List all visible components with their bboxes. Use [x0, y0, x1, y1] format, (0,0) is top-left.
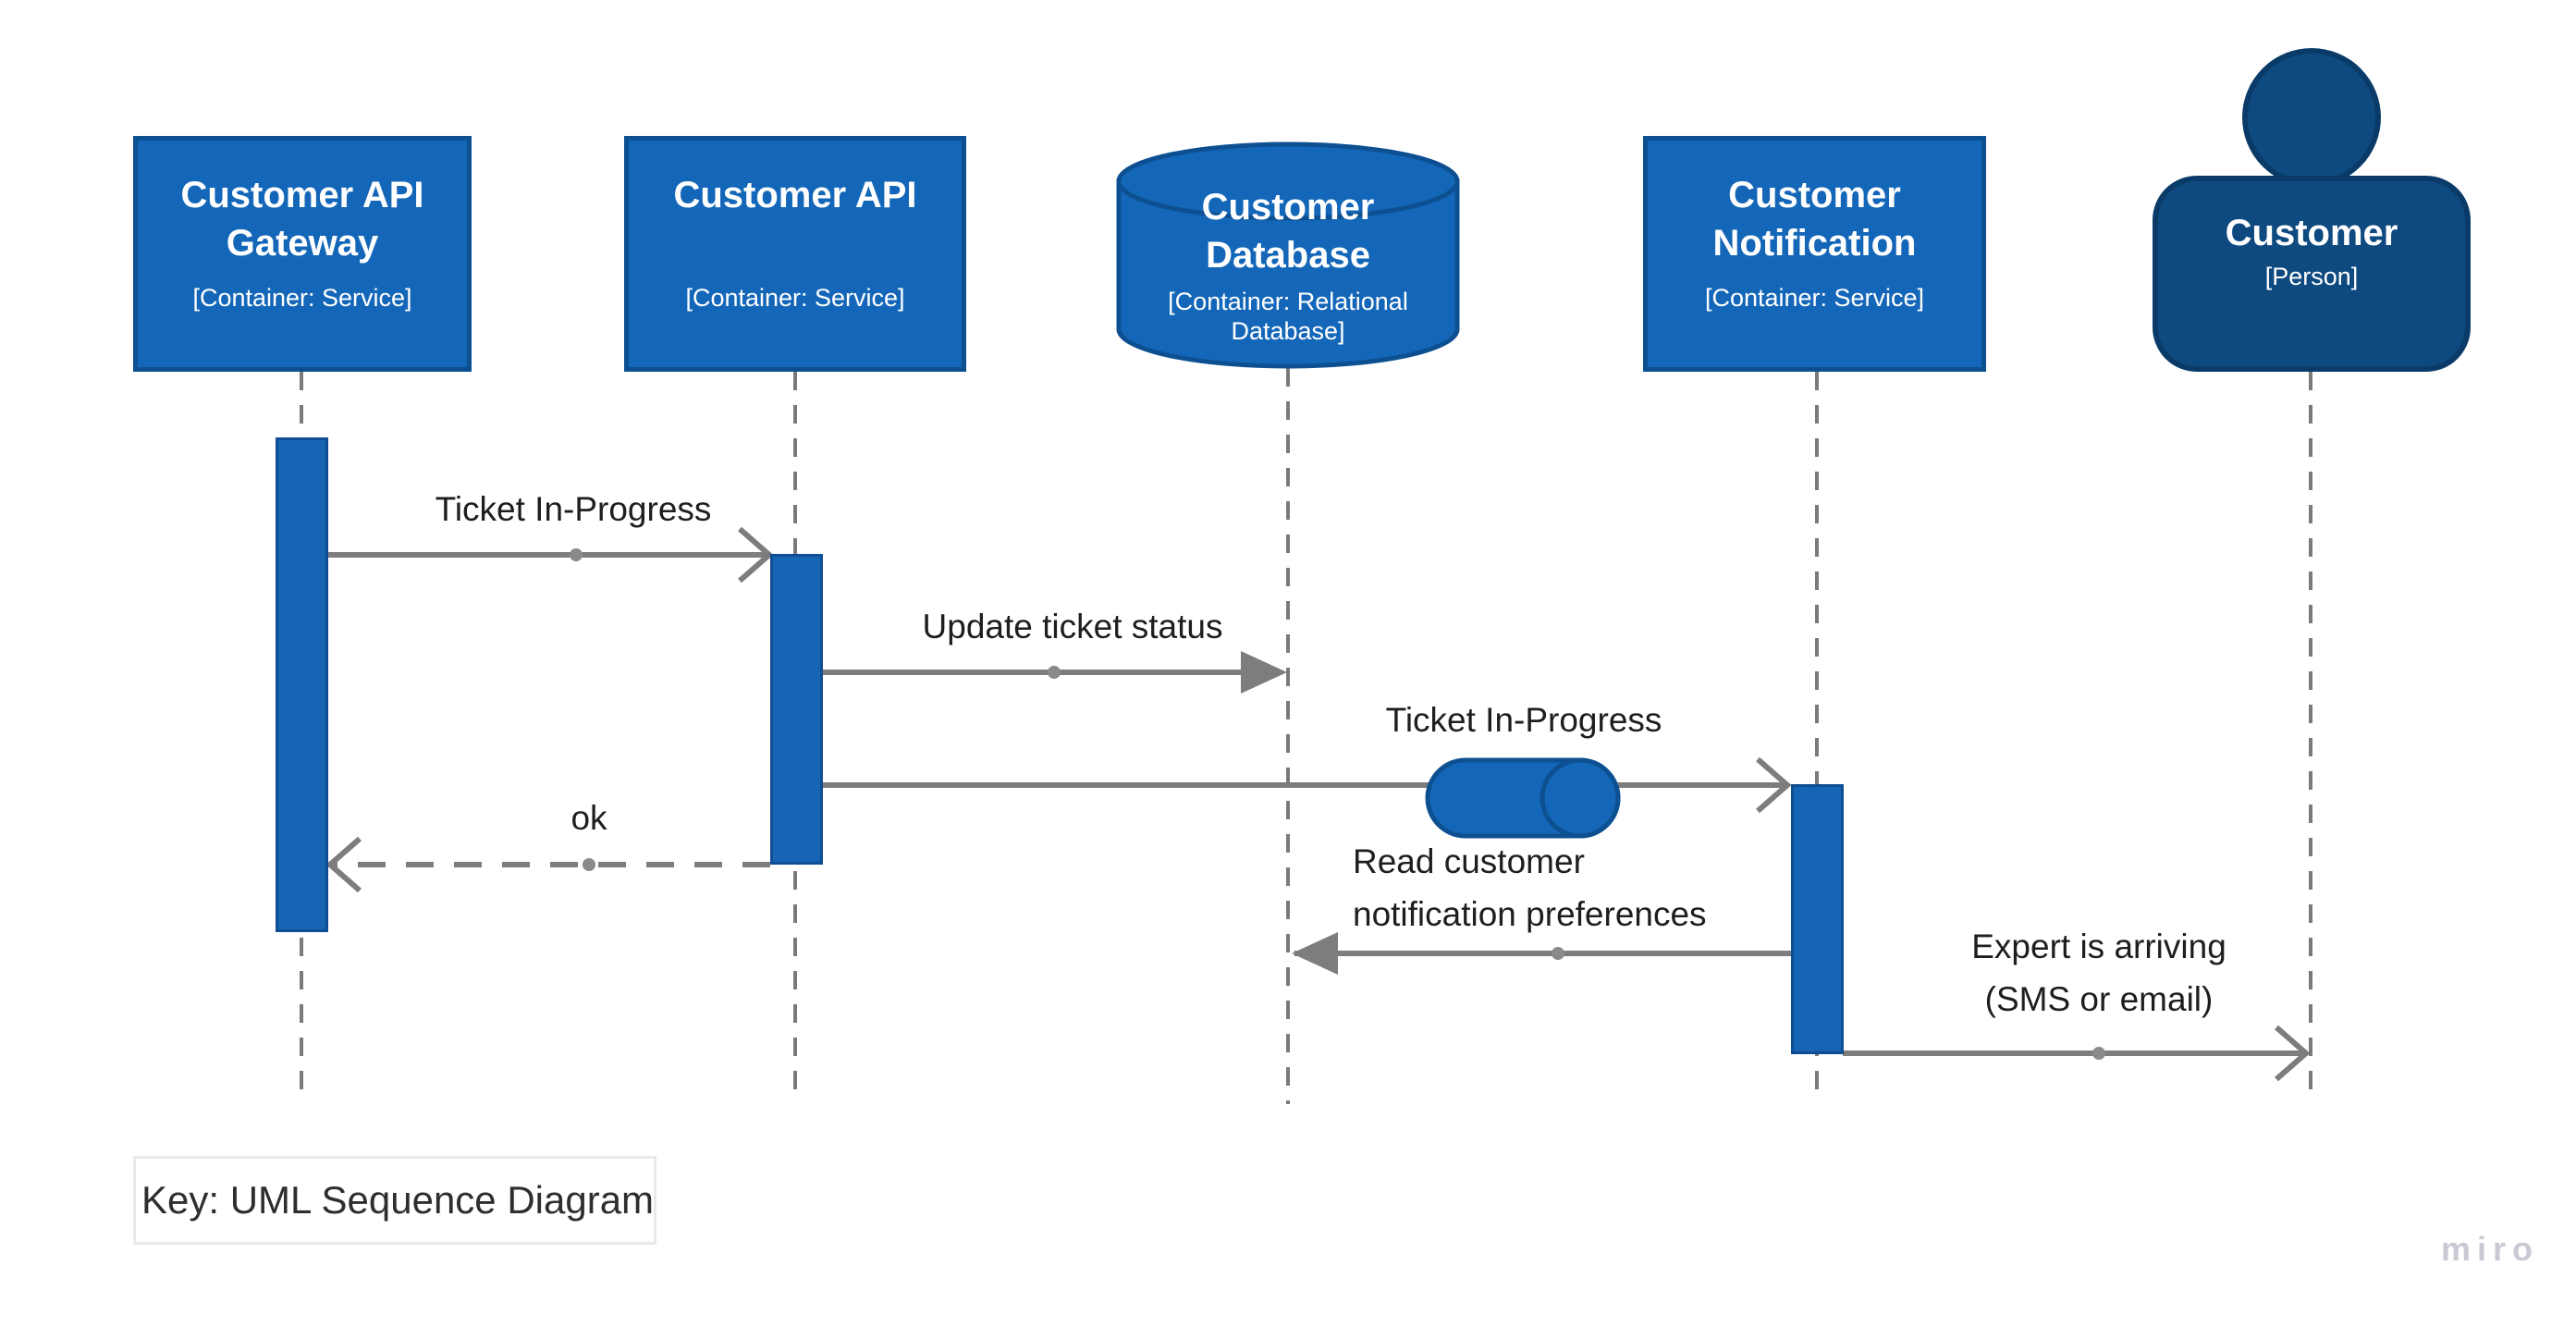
message-arrow-ok-return[interactable]: [325, 836, 770, 893]
queue-cylinder-icon[interactable]: [1425, 757, 1621, 839]
message-label-ticket-in-progress-2[interactable]: Ticket In-Progress: [1385, 701, 1662, 739]
miro-watermark: miro: [2441, 1230, 2540, 1268]
message-label-ok[interactable]: ok: [570, 799, 607, 837]
person-head-icon[interactable]: [2242, 48, 2381, 187]
message-arrow-update-ticket-status[interactable]: [820, 651, 1287, 694]
actor-title: Customer API Gateway: [180, 175, 424, 264]
actor-title: Customer: [2225, 213, 2398, 253]
actor-subtitle: [Container: Service]: [192, 284, 412, 312]
database-cylinder-shape[interactable]: [1116, 141, 1460, 369]
actor-subtitle: [Person]: [2264, 263, 2359, 290]
message-arrow-ticket-in-progress-1[interactable]: [328, 526, 774, 584]
message-label-read-preferences[interactable]: Read customer notification preferences: [1353, 842, 1707, 933]
actor-subtitle: [Container: Relational Database]: [1168, 288, 1408, 345]
actor-customer-database[interactable]: Customer Database [Container: Relational…: [1117, 139, 1459, 366]
diagram-key-box[interactable]: Key: UML Sequence Diagram: [133, 1156, 656, 1245]
actor-customer-api-gateway[interactable]: Customer API Gateway [Container: Service…: [133, 136, 472, 372]
message-label-update-ticket-status[interactable]: Update ticket status: [922, 608, 1223, 645]
diagram-key-label: Key: UML Sequence Diagram: [141, 1178, 655, 1222]
actor-customer-person[interactable]: Customer [Person]: [2153, 176, 2471, 372]
actor-title: Customer Notification: [1712, 175, 1917, 264]
activation-bar-api[interactable]: [770, 554, 823, 865]
actor-subtitle: [Container: Service]: [1704, 284, 1925, 312]
actor-customer-notification[interactable]: Customer Notification [Container: Servic…: [1643, 136, 1986, 372]
actor-customer-api[interactable]: Customer API [Container: Service]: [624, 136, 966, 372]
actor-subtitle: [Container: Service]: [685, 284, 905, 312]
message-label-expert-arriving[interactable]: Expert is arriving (SMS or email): [1971, 928, 2226, 1018]
message-arrow-expert-arriving[interactable]: [1843, 1025, 2311, 1082]
actor-title: Customer API: [673, 175, 917, 215]
actor-title: Customer Database: [1201, 187, 1375, 276]
activation-bar-gateway[interactable]: [276, 437, 328, 932]
activation-bar-notification[interactable]: [1791, 784, 1844, 1054]
message-label-ticket-in-progress-1[interactable]: Ticket In-Progress: [435, 490, 712, 528]
message-arrow-ticket-in-progress-2[interactable]: [820, 756, 1792, 814]
message-arrow-read-preferences[interactable]: [1292, 932, 1791, 975]
